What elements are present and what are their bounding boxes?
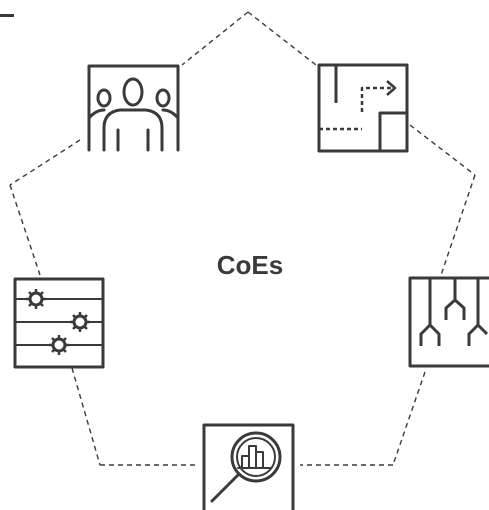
floor-plan-route-icon [317,63,409,153]
people-group-icon [87,64,180,152]
corner-mark [0,14,14,17]
gear-settings-panel-icon [13,277,105,369]
magnifier-bar-chart-icon [202,423,295,510]
center-label: CoEs [217,250,283,280]
hierarchy-tree-icon [408,276,489,368]
dashed-outline [9,11,476,466]
